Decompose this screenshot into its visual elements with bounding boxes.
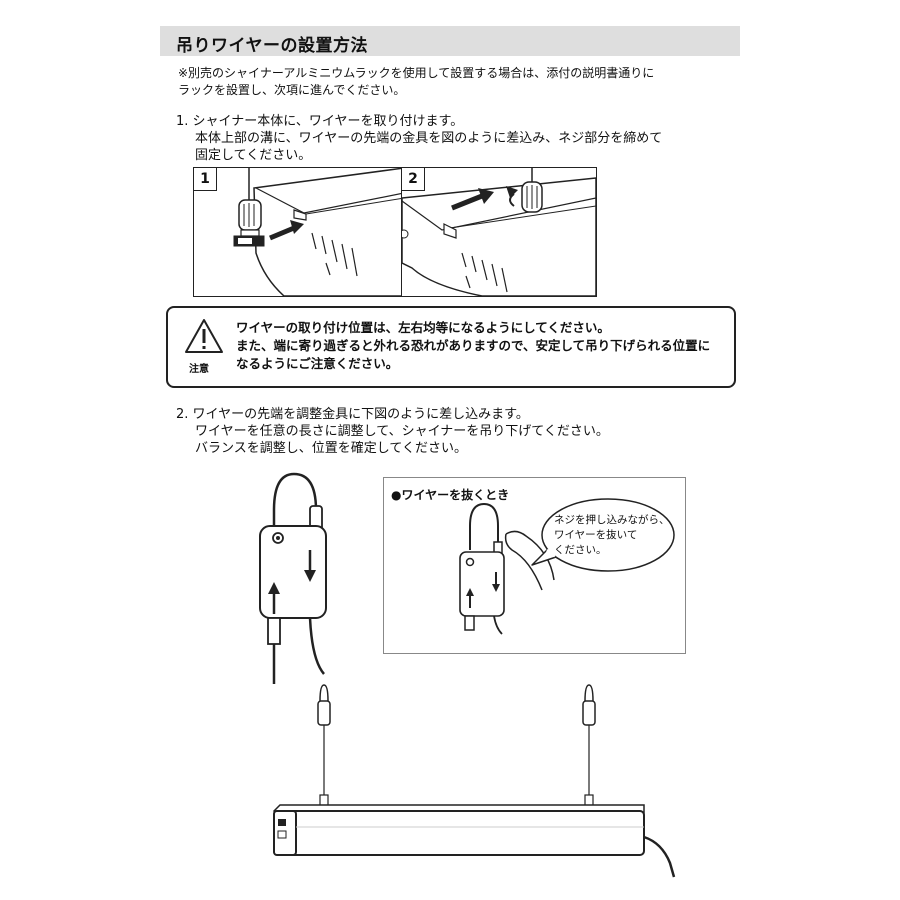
note-line-1: ※別売のシャイナーアルミニウムラックを使用して設置する場合は、添付の説明書通りに: [178, 66, 655, 80]
caution-line-2: また、端に寄り過ぎると外れる恐れがありますので、安定して吊り下げられる位置に: [236, 338, 711, 353]
rail-insert-illustration: [233, 168, 402, 296]
wire-adjuster-illustration: [259, 472, 327, 684]
warning-triangle-icon: [185, 319, 223, 353]
step1-illustration-panel-1: 1: [193, 167, 403, 297]
step1-line-2: 本体上部の溝に、ワイヤーの先端の金具を図のように差込み、ネジ部分を締めて: [195, 131, 663, 146]
caution-line-3: なるようにご注意ください。: [236, 356, 399, 371]
caution-line-1: ワイヤーの取り付け位置は、左右均等になるようにしてください。: [236, 320, 610, 335]
speech-bubble: [531, 498, 675, 572]
caution-box: [166, 306, 736, 388]
step2-line-1: 2. ワイヤーの先端を調整金具に下図のように差し込みます。: [176, 407, 529, 422]
panel-number-1: 1: [194, 168, 217, 191]
panel-number-2: 2: [402, 168, 425, 191]
bubble-line-3: ください。: [554, 544, 607, 556]
bubble-line-1: ネジを押し込みながら、: [554, 514, 670, 526]
step2-line-3: バランスを調整し、位置を確定してください。: [195, 441, 467, 456]
removal-title: ●ワイヤーを抜くとき: [391, 488, 510, 502]
screw-tighten-illustration: [402, 168, 596, 296]
step1-line-3: 固定してください。: [195, 148, 312, 163]
hanging-light-illustration: [272, 684, 676, 878]
caution-label: 注意: [189, 364, 209, 375]
section-title: 吊りワイヤーの設置方法: [176, 36, 368, 56]
wire-removal-box: [383, 477, 686, 654]
bubble-line-2: ワイヤーを抜いて: [554, 529, 638, 541]
step1-illustration-panel-2: 2: [401, 167, 597, 297]
step2-line-2: ワイヤーを任意の長さに調整して、シャイナーを吊り下げてください。: [195, 424, 609, 439]
note-line-2: ラックを設置し、次項に進んでください。: [178, 83, 406, 97]
wire-removal-illustration: [459, 502, 555, 635]
section-header-bar: [160, 26, 740, 56]
step1-line-1: 1. シャイナー本体に、ワイヤーを取り付けます。: [176, 114, 464, 129]
